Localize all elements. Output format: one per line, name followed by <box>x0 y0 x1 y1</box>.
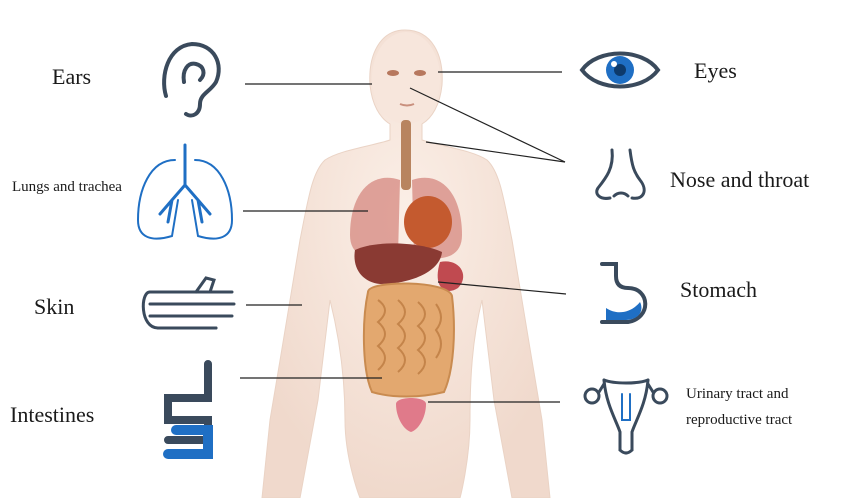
nose-icon <box>597 150 644 198</box>
ear-icon <box>164 44 219 116</box>
label-ears: Ears <box>52 66 91 88</box>
uterus-icon <box>585 380 667 453</box>
label-nose-throat: Nose and throat <box>670 169 809 191</box>
hand-icon <box>143 278 234 328</box>
intestines-icon <box>168 364 208 454</box>
trachea <box>401 120 411 190</box>
stomach-icon <box>602 264 645 322</box>
label-stomach: Stomach <box>680 279 757 301</box>
heart <box>404 196 452 248</box>
label-skin: Skin <box>34 296 74 318</box>
label-lungs: Lungs and trachea <box>12 174 122 200</box>
label-intestines: Intestines <box>10 404 94 426</box>
label-urinary-reproductive: Urinary tract and reproductive tract <box>686 381 843 434</box>
lungs-icon <box>138 145 232 239</box>
eye-icon <box>582 54 658 87</box>
label-eyes: Eyes <box>694 60 737 82</box>
